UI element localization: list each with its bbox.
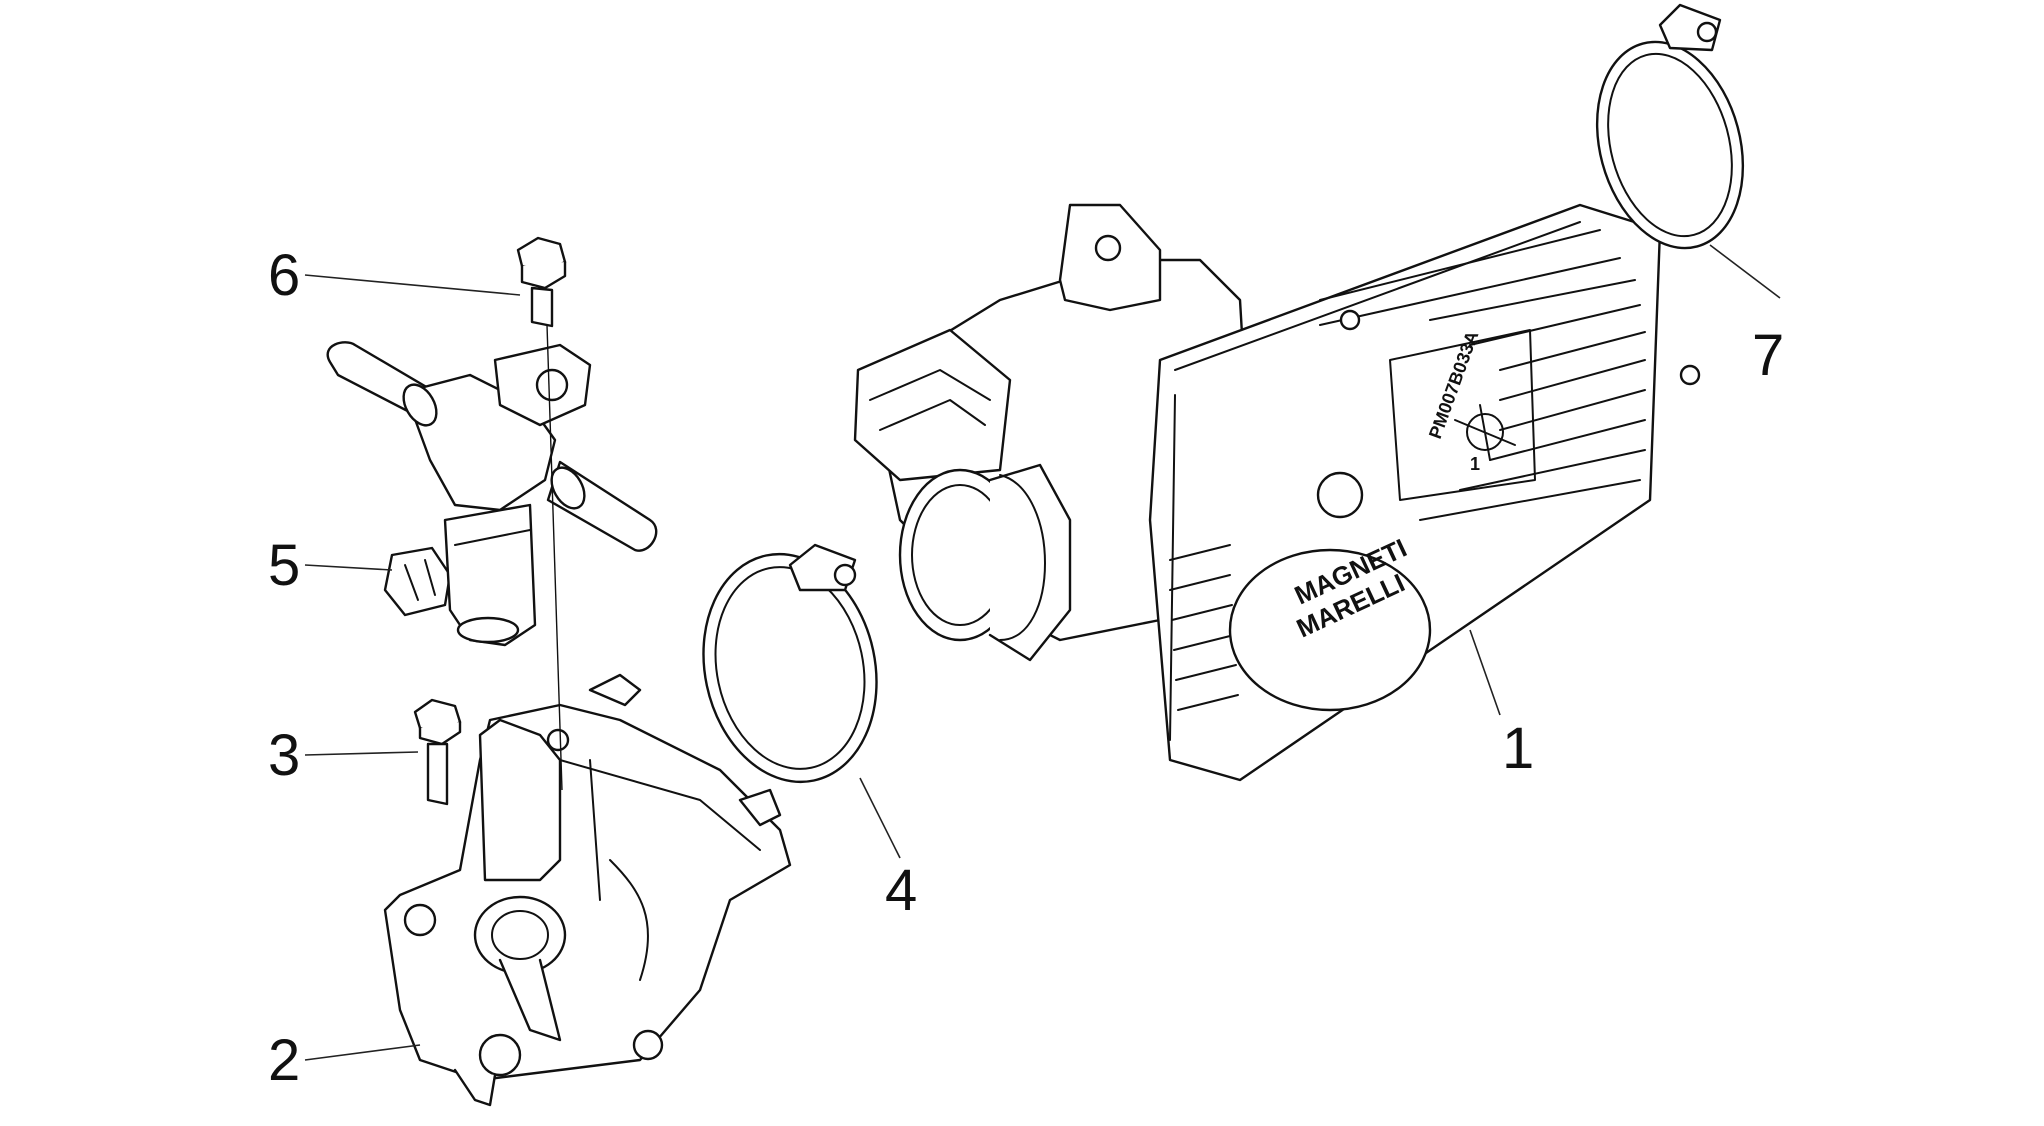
hose-clamp-part-4	[702, 543, 878, 784]
screw-part-6	[516, 236, 567, 328]
injector-part-5	[383, 503, 537, 647]
callout-7: 7	[1752, 323, 1784, 388]
intake-manifold-part-2	[383, 673, 792, 1107]
leader-lines	[304, 244, 1781, 1061]
callout-1: 1	[1502, 716, 1534, 781]
callout-4: 4	[885, 858, 917, 923]
throttle-body-part-1: PM007B033A 1 MAGNETI MARELLI	[853, 203, 1701, 782]
fuel-rail	[326, 341, 658, 552]
screw-part-3	[413, 698, 462, 806]
callout-6: 6	[268, 243, 300, 308]
callout-3: 3	[268, 723, 300, 788]
assembly-axis-line	[546, 324, 563, 791]
hose-clamp-part-7	[1595, 3, 1745, 250]
callout-5: 5	[268, 533, 300, 598]
callout-2: 2	[268, 1028, 300, 1093]
housing-number-stamp: 1	[1470, 454, 1480, 474]
